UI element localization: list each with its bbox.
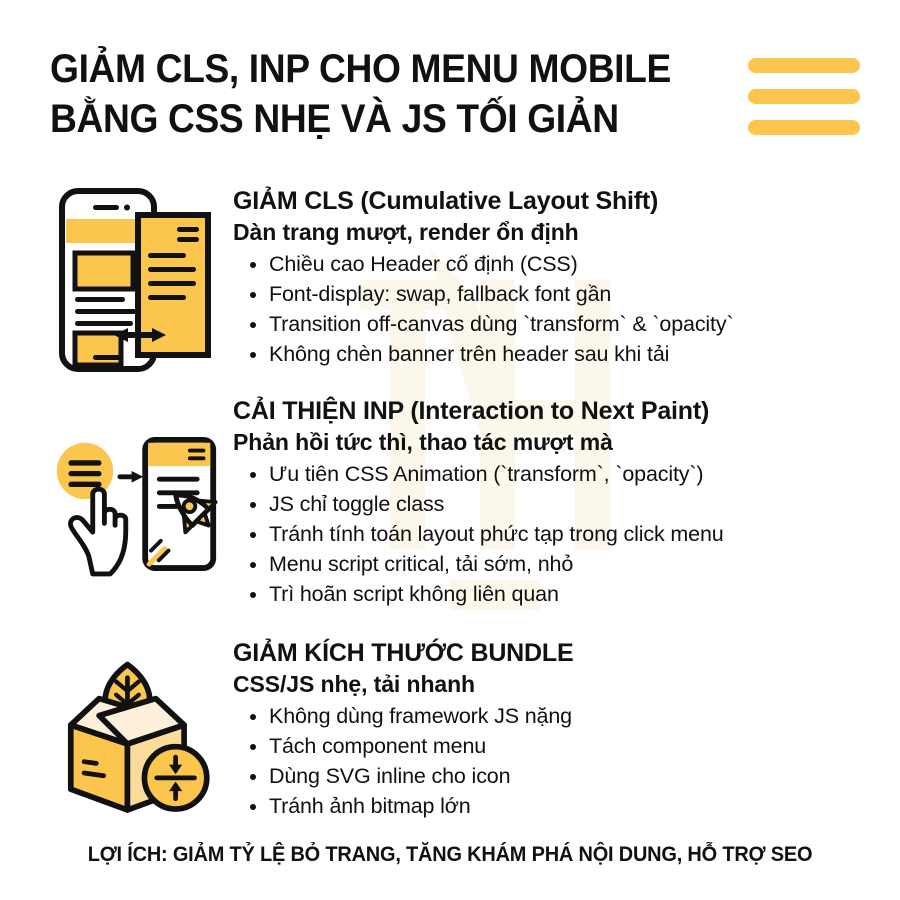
section-cls-body: GIẢM CLS (Cumulative Layout Shift) Dàn t… [233, 185, 883, 369]
list-item: Dùng SVG inline cho icon [250, 761, 883, 791]
package-compress-icon [67, 661, 210, 813]
section-cls-heading: GIẢM CLS (Cumulative Layout Shift) [233, 187, 659, 215]
phone-layout-shift-icon [59, 188, 211, 372]
list-item: Font-display: swap, fallback font gần [250, 279, 883, 309]
hamburger-bar-1 [748, 58, 860, 73]
hamburger-bar-2 [748, 89, 860, 104]
list-item: Tránh tính toán layout phức tạp trong cl… [250, 519, 883, 549]
section-inp-body: CẢI THIỆN INP (Interaction to Next Paint… [233, 395, 883, 609]
section-cls-bullet-list: Chiều cao Header cố định (CSS) Font-disp… [233, 249, 883, 369]
page-title: GIẢM CLS, INP CHO MENU MOBILE BẰNG CSS N… [50, 44, 692, 144]
footer-benefit-line: LỢI ÍCH: GIẢM TỶ LỆ BỎ TRANG, TĂNG KHÁM … [87, 843, 813, 866]
list-item: Ưu tiên CSS Animation (`transform`, `opa… [250, 459, 883, 489]
section-cls-subheading: Dàn trang mượt, render ổn định [233, 219, 579, 245]
tap-menu-rocket-icon [56, 436, 218, 577]
list-item: Chiều cao Header cố định (CSS) [250, 249, 883, 279]
list-item: Menu script critical, tải sớm, nhỏ [250, 549, 883, 579]
section-inp-bullet-list: Ưu tiên CSS Animation (`transform`, `opa… [233, 459, 883, 609]
hamburger-menu-icon [748, 58, 860, 136]
list-item: Không chèn banner trên header sau khi tả… [250, 339, 883, 369]
header: GIẢM CLS, INP CHO MENU MOBILE BẰNG CSS N… [0, 0, 900, 165]
list-item: Tránh ảnh bitmap lớn [250, 791, 883, 821]
list-item: JS chỉ toggle class [250, 489, 883, 519]
section-bundle-bullet-list: Không dùng framework JS nặng Tách compon… [233, 701, 883, 821]
list-item: Tách component menu [250, 731, 883, 761]
section-inp-subheading: Phản hồi tức thì, thao tác mượt mà [233, 429, 613, 455]
section-bundle-heading: GIẢM KÍCH THƯỚC BUNDLE [233, 639, 574, 667]
list-item: Không dùng framework JS nặng [250, 701, 883, 731]
list-item: Transition off-canvas dùng `transform` &… [250, 309, 883, 339]
page-title-line-1: GIẢM CLS, INP CHO MENU MOBILE [50, 47, 671, 91]
section-bundle-subheading: CSS/JS nhẹ, tải nhanh [233, 671, 475, 697]
page-title-line-2: BẰNG CSS NHẸ VÀ JS TỐI GIẢN [50, 97, 619, 141]
hamburger-bar-3 [748, 120, 860, 135]
section-inp-heading: CẢI THIỆN INP (Interaction to Next Paint… [233, 397, 710, 425]
section-bundle-body: GIẢM KÍCH THƯỚC BUNDLE CSS/JS nhẹ, tải n… [233, 637, 883, 821]
list-item: Trì hoãn script không liên quan [250, 579, 883, 609]
